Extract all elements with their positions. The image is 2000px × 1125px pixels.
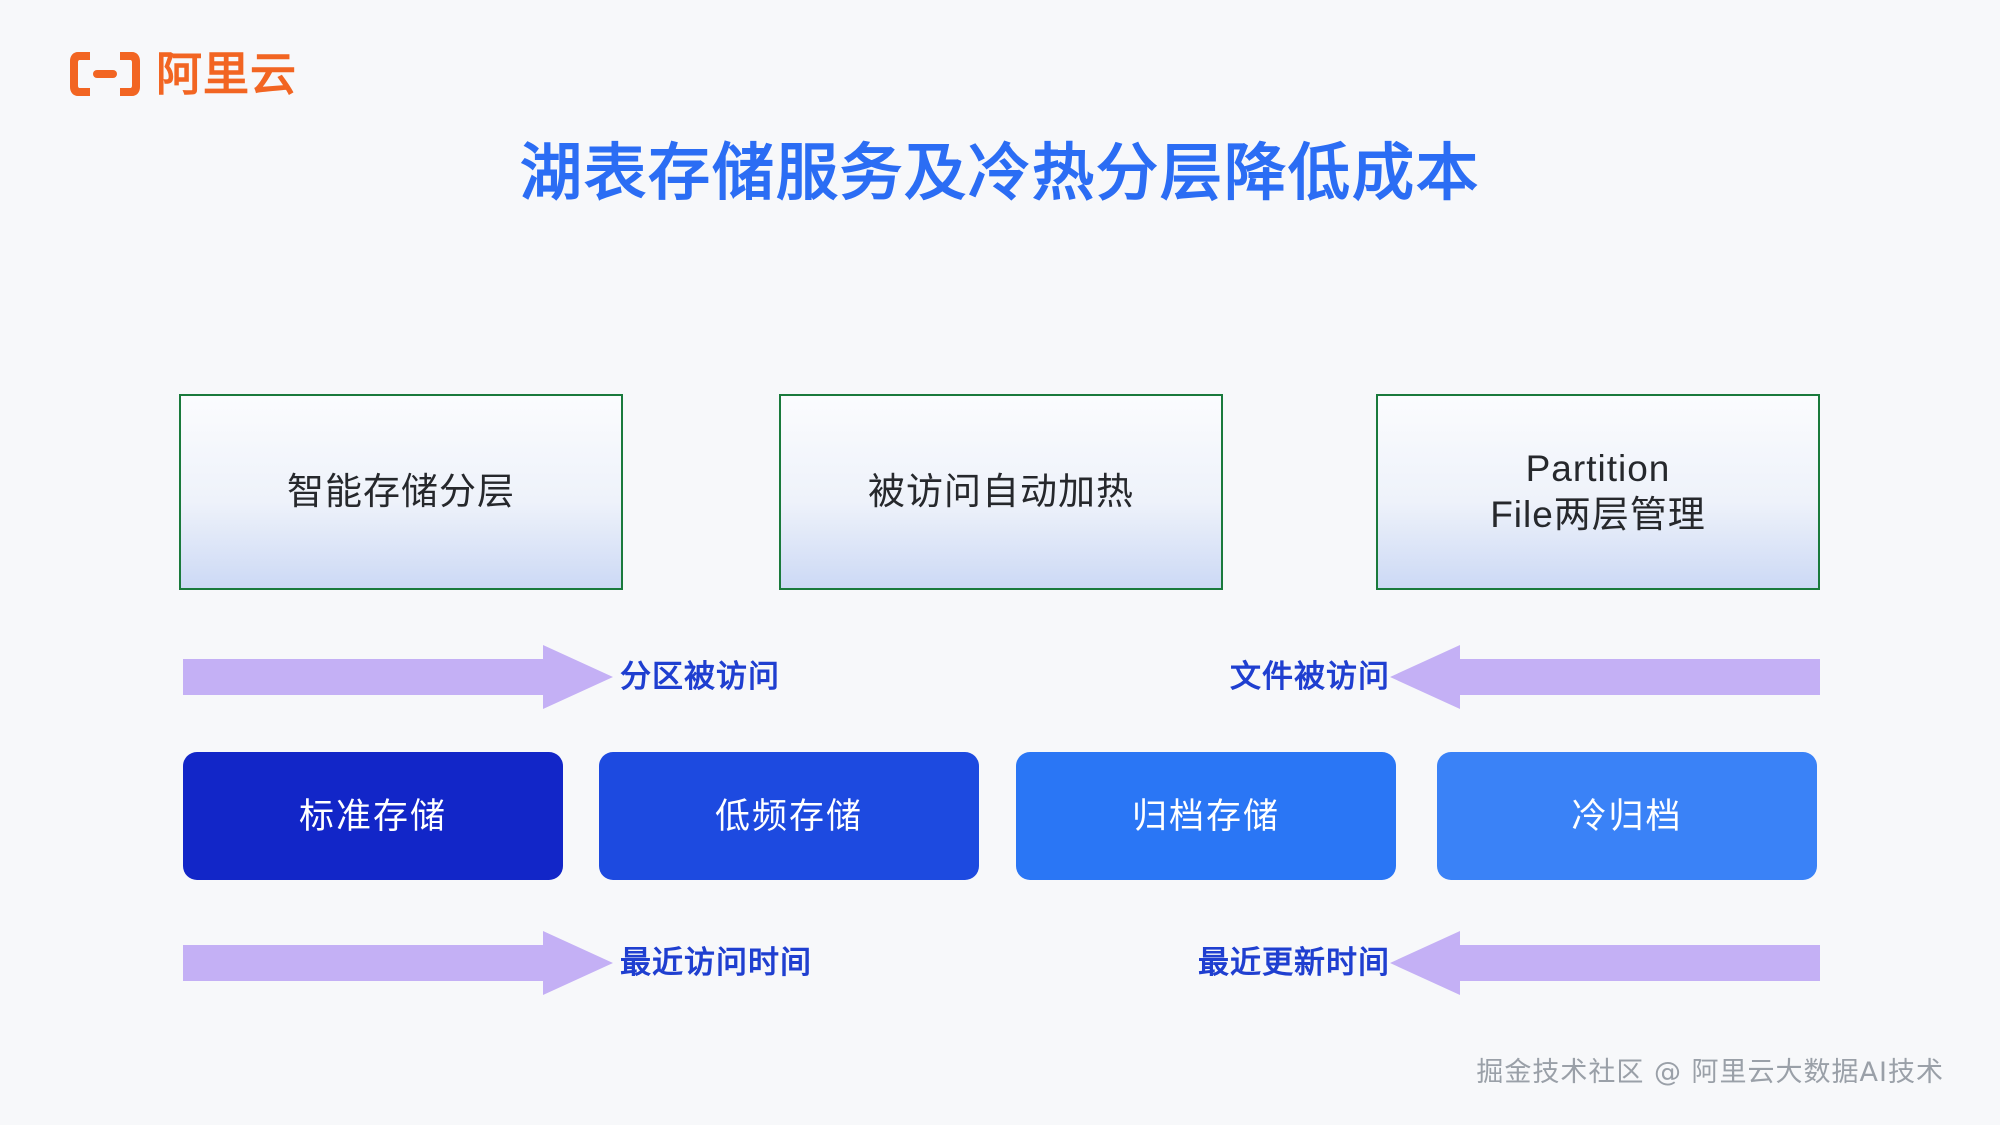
concept-box-auto-reheat: 被访问自动加热 (779, 394, 1223, 590)
arrow-right-pointing-icon (183, 931, 613, 995)
storage-tier-cold-archive[interactable]: 冷归档 (1437, 752, 1817, 880)
storage-tier-archive[interactable]: 归档存储 (1016, 752, 1396, 880)
arrow-row-time: 最近访问时间 最近更新时间 (0, 931, 2000, 995)
storage-tier-label: 归档存储 (1131, 796, 1280, 836)
arrow-left-pointing-icon (1390, 931, 1820, 995)
storage-tier-standard[interactable]: 标准存储 (183, 752, 563, 880)
storage-tier-label: 标准存储 (298, 796, 447, 836)
arrow-left-pointing-icon (1390, 645, 1820, 709)
brand-logo: 阿里云 (68, 48, 297, 100)
arrow-label-last-update-time: 最近更新时间 (1198, 945, 1390, 980)
storage-tier-label: 冷归档 (1571, 796, 1683, 836)
concept-box-label: 被访问自动加热 (868, 470, 1134, 512)
concept-box-two-layer-management: Partition File两层管理 (1376, 394, 1820, 590)
page-title: 湖表存储服务及冷热分层降低成本 (519, 139, 1480, 208)
arrow-label-partition-accessed: 分区被访问 (620, 659, 780, 694)
arrow-row-access: 分区被访问 文件被访问 (0, 645, 2000, 709)
concept-box-intelligent-tiering: 智能存储分层 (179, 394, 623, 590)
concept-box-label: 智能存储分层 (287, 470, 515, 512)
arrow-right-pointing-icon (183, 645, 613, 709)
concept-box-label: Partition File两层管理 (1490, 447, 1706, 535)
watermark: 掘金技术社区 @ 阿里云大数据AI技术 (1476, 1057, 1944, 1088)
brand-wordmark: 阿里云 (156, 48, 297, 100)
arrow-label-last-access-time: 最近访问时间 (620, 945, 812, 980)
arrow-label-file-accessed: 文件被访问 (1230, 659, 1390, 694)
storage-tier-label: 低频存储 (714, 796, 863, 836)
storage-tier-infrequent-access[interactable]: 低频存储 (599, 752, 979, 880)
alibaba-cloud-logo-icon (68, 48, 142, 100)
